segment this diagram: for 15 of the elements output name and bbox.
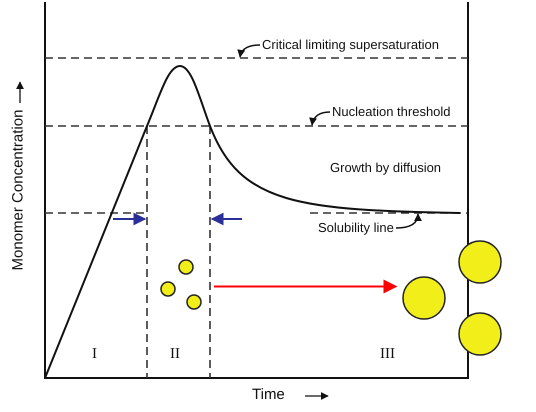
axis-title: Time: [252, 387, 285, 403]
callout-label: Critical limiting supersaturation: [262, 37, 440, 53]
leader-line: [310, 111, 330, 126]
region-numeral: I: [92, 346, 97, 362]
axis-title: Monomer Concentration: [10, 110, 26, 270]
callout-label: Nucleation threshold: [332, 104, 451, 120]
annotation-text: Growth by diffusion: [330, 160, 442, 176]
particles-drawing: [400, 240, 504, 358]
arrow: [214, 280, 398, 294]
region-numeral: III: [380, 346, 395, 362]
leader-line: [238, 44, 260, 58]
leader-line: [396, 213, 422, 229]
region-numeral: II: [170, 346, 180, 362]
particles-drawing: [158, 257, 204, 312]
callout-label: Solubility line: [318, 220, 394, 236]
